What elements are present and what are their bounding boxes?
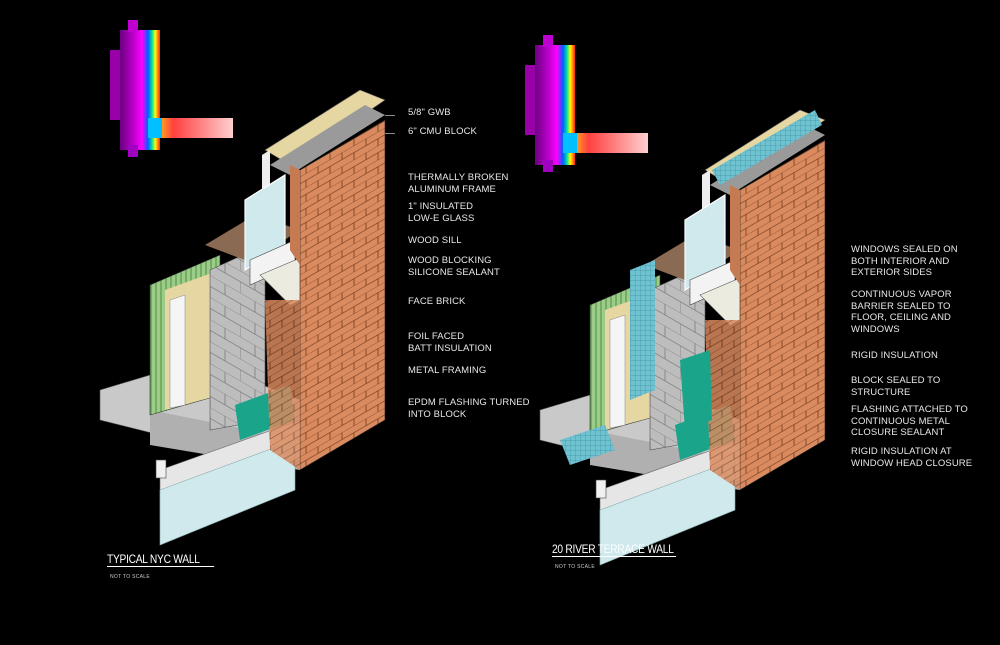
label-vapor-barrier: CONTINUOUS VAPOR BARRIER SEALED TO FLOOR…	[851, 289, 952, 335]
label-rigid-insulation-head: RIGID INSULATION AT WINDOW HEAD CLOSURE	[851, 446, 973, 469]
wall-section-left	[99, 89, 386, 546]
label-metal-framing: METAL FRAMING	[408, 365, 487, 376]
flashing	[680, 350, 712, 430]
label-face-brick: FACE BRICK	[408, 296, 466, 307]
label-wood-sill: WOOD SILL	[408, 235, 462, 246]
left-scale-note: NOT TO SCALE	[110, 574, 151, 580]
label-aluminum-frame: THERMALLY BROKEN ALUMINUM FRAME	[408, 172, 509, 195]
label-cmu-block: 6" CMU BLOCK	[408, 126, 477, 137]
rigid-insulation	[630, 260, 655, 400]
thermal-simulation-image-left	[110, 20, 233, 157]
label-wood-blocking: WOOD BLOCKING SILICONE SEALANT	[408, 255, 500, 278]
typical-wall-drawing	[99, 20, 386, 546]
leader-line	[385, 115, 395, 116]
label-epdm-flashing: EPDM FLASHING TURNED INTO BLOCK	[408, 397, 530, 420]
rigid-insulation-head	[560, 425, 615, 465]
river-terrace-wall-drawing	[525, 35, 826, 566]
label-batt-insulation: FOIL FACED BATT INSULATION	[408, 331, 492, 354]
label-flashing-attached: FLASHING ATTACHED TO CONTINUOUS METAL CL…	[851, 404, 968, 438]
right-scale-note: NOT TO SCALE	[555, 564, 596, 570]
wall-section-right	[539, 109, 826, 566]
thermal-simulation-image-right	[525, 35, 648, 172]
label-gwb: 5/8" GWB	[408, 107, 451, 118]
leader-line	[385, 133, 395, 134]
label-block-sealed: BLOCK SEALED TO STRUCTURE	[851, 375, 941, 398]
left-drawing-title: TYPICAL NYC WALL	[107, 553, 215, 567]
label-windows-sealed: WINDOWS SEALED ON BOTH INTERIOR AND EXTE…	[851, 244, 958, 278]
rigid-insulation-top	[712, 110, 822, 185]
label-low-e-glass: 1" INSULATED LOW-E GLASS	[408, 201, 475, 224]
label-rigid-insulation: RIGID INSULATION	[851, 350, 938, 361]
right-drawing-title: 20 RIVER TERRACE WALL	[552, 543, 677, 557]
